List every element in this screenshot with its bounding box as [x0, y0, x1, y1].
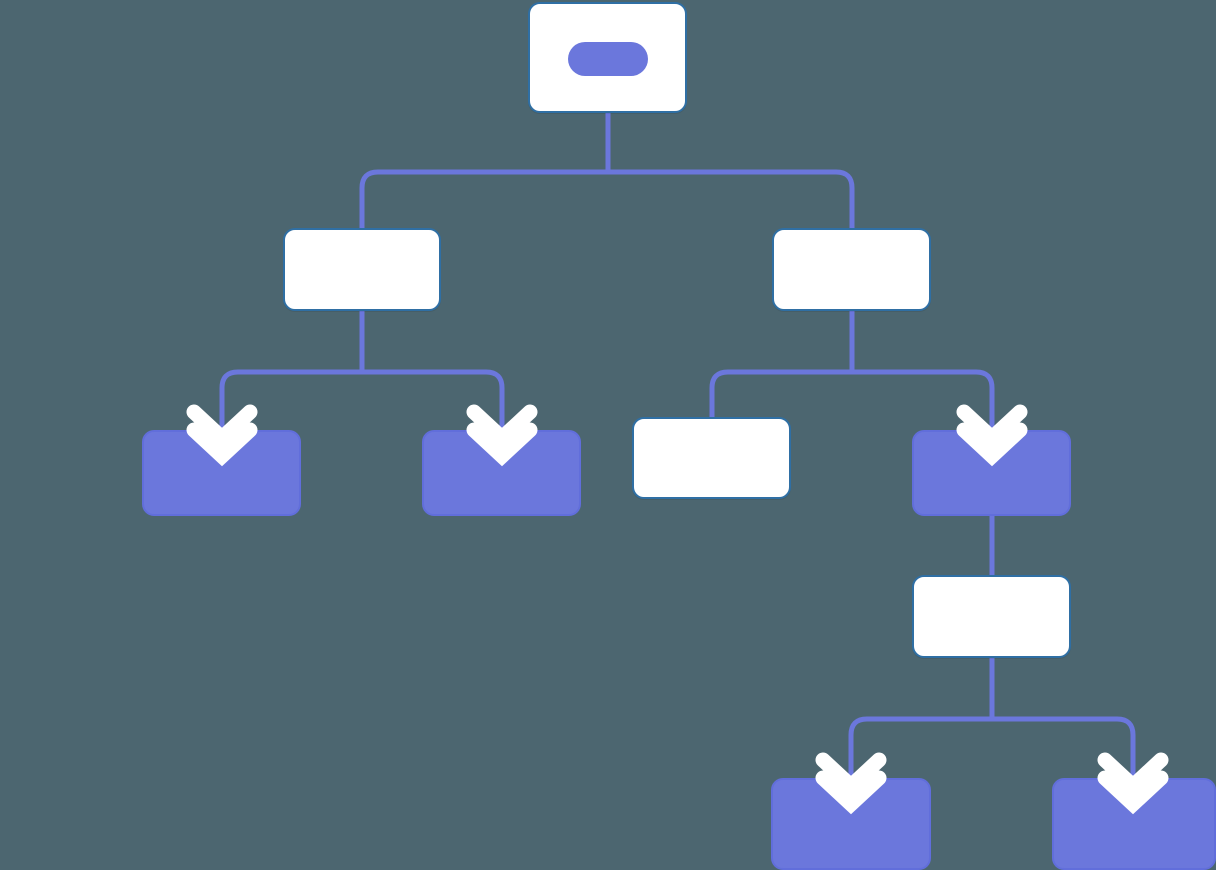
diagram-node-n-l2-right[interactable]: [772, 228, 931, 311]
diagram-node-n-l3-a[interactable]: [142, 430, 301, 516]
node-pill-badge: [568, 42, 648, 76]
diagram-node-n-l3-d[interactable]: [912, 430, 1071, 516]
diagram-node-n-l2-left[interactable]: [283, 228, 441, 311]
diagram-node-n-l4[interactable]: [912, 575, 1071, 658]
diagram-node-n-l3-b[interactable]: [422, 430, 581, 516]
diagram-node-n-l3-c[interactable]: [632, 417, 791, 499]
diagram-node-root[interactable]: [528, 2, 687, 113]
diagram-node-n-l5-left[interactable]: [771, 778, 931, 870]
diagram-node-n-l5-right[interactable]: [1052, 778, 1216, 870]
